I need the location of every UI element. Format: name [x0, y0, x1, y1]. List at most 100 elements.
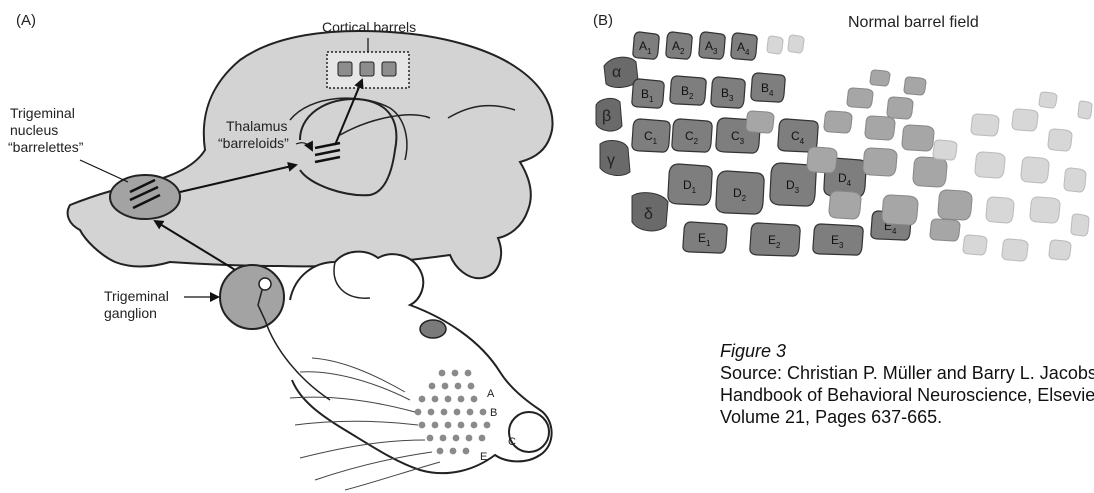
- whisker-follicle: [442, 383, 449, 390]
- whisker-follicle: [465, 370, 472, 377]
- barrel-peripheral-faint: [1048, 129, 1072, 151]
- whisker-follicle: [439, 370, 446, 377]
- straddler-label-gamma: γ: [607, 152, 615, 169]
- whisker-follicle: [471, 396, 478, 403]
- barrel-peripheral-faint: [1071, 214, 1089, 236]
- barrel-peripheral-faint: [788, 35, 804, 53]
- barrel-peripheral-faint: [1039, 92, 1057, 108]
- trigeminal-nucleus-label-line1: Trigeminal: [10, 105, 75, 121]
- panel-a-tag: (A): [16, 12, 36, 29]
- barrel-peripheral-faint: [963, 235, 987, 255]
- whisker-follicle: [432, 422, 439, 429]
- barrel-peripheral: [882, 195, 918, 225]
- barrel-peripheral-faint: [767, 36, 783, 54]
- trigeminal-nucleus-label-line3: “barrelettes”: [8, 139, 84, 155]
- barrel-peripheral-faint: [1064, 168, 1086, 192]
- barrel-peripheral: [865, 116, 895, 140]
- barrel-peripheral-faint: [1021, 157, 1049, 183]
- barrel-peripheral: [824, 111, 852, 133]
- whisker-follicle: [466, 435, 473, 442]
- whisker-follicle: [484, 422, 491, 429]
- whisker-row-label-e: E: [480, 451, 487, 463]
- brain-outline: [68, 31, 553, 278]
- figure-caption: Figure 3 Source: Christian P. Müller and…: [720, 340, 1090, 428]
- barrel-peripheral: [829, 191, 861, 219]
- whisker-follicle: [463, 448, 470, 455]
- whisker-row-label-c: C: [508, 436, 516, 448]
- barrel-peripheral: [746, 111, 774, 133]
- barrel-peripheral: [930, 219, 960, 241]
- whisker-follicle: [467, 409, 474, 416]
- barrel-peripheral-faint: [1078, 101, 1092, 119]
- barrel-peripheral: [847, 88, 873, 108]
- barrel-peripheral-faint: [1012, 109, 1038, 131]
- whisker-row-label-b: B: [490, 407, 497, 419]
- barrel-peripheral-faint: [986, 197, 1014, 223]
- whisker-follicle: [479, 435, 486, 442]
- panel-b-title: Normal barrel field: [848, 14, 979, 31]
- barrel-peripheral: [863, 148, 897, 176]
- whisker-follicle: [428, 409, 435, 416]
- barrel-peripheral: [870, 70, 890, 86]
- panel-a: (A) Cortical barrels Thalamus “barreloid…: [8, 12, 553, 490]
- thalamus-label-line2: “barreloids”: [218, 135, 289, 151]
- rat-eye: [420, 320, 446, 338]
- barrel-peripheral: [887, 97, 913, 119]
- barrel-peripheral: [904, 77, 926, 95]
- barrel-peripheral-faint: [971, 114, 999, 136]
- caption-line-3: Volume 21, Pages 637-665.: [720, 406, 1090, 428]
- barrel-field: A1A2A3A4B1B2B3B4C1C2C3C4D1D2D3D4E1E2E3E4: [632, 32, 911, 256]
- whisker-follicle: [452, 370, 459, 377]
- barrel-peripheral-faint: [1002, 239, 1028, 261]
- whisker-follicle: [419, 422, 426, 429]
- whisker-follicle: [437, 448, 444, 455]
- whisker-follicle: [458, 422, 465, 429]
- barrel-peripheral-faint: [1049, 240, 1071, 260]
- caption-title: Figure 3: [720, 340, 1090, 362]
- whisker-follicle: [429, 383, 436, 390]
- whisker-follicle: [458, 396, 465, 403]
- cortical-barrel: [382, 62, 396, 76]
- whisker-follicle: [427, 435, 434, 442]
- whisker-follicle: [441, 409, 448, 416]
- barrel-peripheral-faint: [975, 152, 1005, 178]
- straddler-label-delta: δ: [644, 206, 653, 223]
- barrel-peripheral: [913, 157, 947, 187]
- straddler-label-beta: β: [602, 108, 611, 125]
- cortical-barrel: [360, 62, 374, 76]
- whisker-follicle: [450, 448, 457, 455]
- barrel-peripheral: [902, 125, 934, 151]
- trigeminal-nucleus-label-line2: nucleus: [10, 122, 58, 138]
- whisker-follicle: [453, 435, 460, 442]
- thalamus-label-line1: Thalamus: [226, 118, 287, 134]
- whisker-follicle: [480, 409, 487, 416]
- whisker-follicle: [471, 422, 478, 429]
- whisker-follicle: [445, 396, 452, 403]
- whisker-follicle: [454, 409, 461, 416]
- trigeminal-nucleus: [110, 175, 180, 219]
- trigeminal-ganglion: [220, 265, 284, 329]
- whisker-follicle: [445, 422, 452, 429]
- trigeminal-ganglion-label-line2: ganglion: [104, 305, 157, 321]
- ganglion-neuron: [259, 278, 271, 290]
- straddler-label-alpha: α: [612, 64, 621, 81]
- whisker-follicle: [455, 383, 462, 390]
- whisker-follicle: [468, 383, 475, 390]
- barrel-peripheral-faint: [933, 140, 957, 160]
- panel-b-tag: (B): [593, 12, 613, 29]
- barrel-peripheral: [807, 147, 837, 173]
- barrel-peripheral: [938, 190, 972, 220]
- caption-line-1: Source: Christian P. Müller and Barry L.…: [720, 362, 1090, 384]
- whisker-follicle: [419, 396, 426, 403]
- trigeminal-ganglion-label-line1: Trigeminal: [104, 288, 169, 304]
- cortical-barrels-label: Cortical barrels: [322, 19, 416, 35]
- nucleus-label-leader: [80, 160, 128, 182]
- whisker-follicle: [440, 435, 447, 442]
- cortical-barrel: [338, 62, 352, 76]
- whisker-follicle: [415, 409, 422, 416]
- caption-line-2: Handbook of Behavioral Neuroscience, Els…: [720, 384, 1090, 406]
- straddler-gamma: [600, 141, 630, 176]
- whisker-row-label-a: A: [487, 388, 495, 400]
- whisker-follicle: [432, 396, 439, 403]
